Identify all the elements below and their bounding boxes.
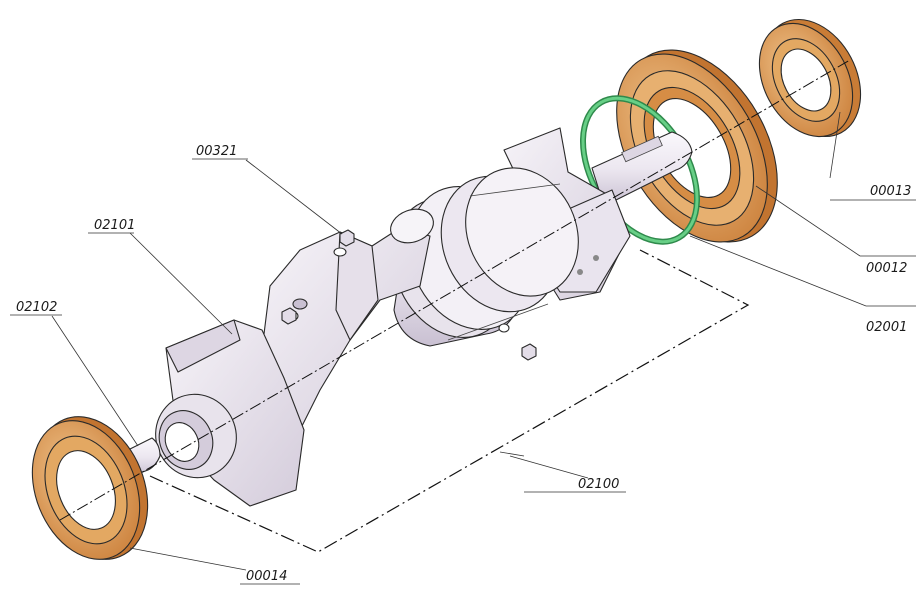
- callout-00013: 00013: [830, 184, 916, 201]
- callout-02001: 02001: [866, 305, 916, 335]
- label-02101: 02101: [94, 218, 135, 233]
- label-02001: 02001: [866, 320, 907, 335]
- callout-02101: 02101: [88, 218, 135, 234]
- crankshaft-02101: [155, 127, 693, 507]
- label-02102: 02102: [16, 300, 57, 315]
- callout-00012: 00012: [860, 255, 916, 276]
- label-00321: 00321: [196, 144, 237, 159]
- label-00013: 00013: [870, 184, 911, 199]
- bearing-00012: [616, 49, 778, 243]
- label-00014: 00014: [246, 569, 287, 584]
- callout-00014: 00014: [240, 569, 300, 585]
- center-axis: [59, 59, 851, 521]
- nut-00321-top: [339, 229, 355, 247]
- assembly-outline-02100: [149, 249, 750, 553]
- callout-00321: 00321: [192, 144, 248, 160]
- callout-02102: 02102: [10, 300, 62, 316]
- nut-00321-side: [281, 307, 297, 325]
- label-02100: 02100: [578, 477, 619, 492]
- bearing-00014: [31, 416, 149, 560]
- callout-02100: 02100: [524, 477, 626, 493]
- nut-00321-bottom: [521, 343, 537, 361]
- label-00012: 00012: [866, 261, 907, 276]
- leader-lines: [51, 111, 867, 571]
- bearing-00013: [758, 18, 862, 138]
